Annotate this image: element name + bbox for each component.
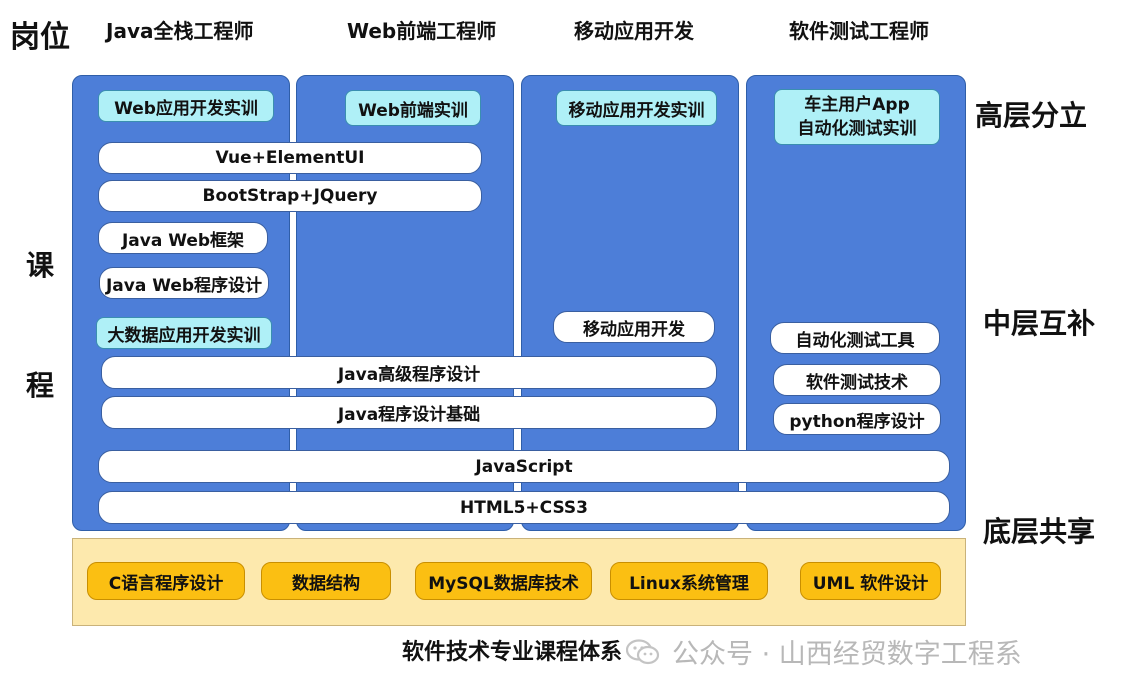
course-java-web-framework: Java Web框架 xyxy=(98,222,268,254)
position-software-test: 软件测试工程师 xyxy=(789,19,929,43)
course-vue-elementui: Vue+ElementUI xyxy=(98,142,482,174)
course-uml: UML 软件设计 xyxy=(800,562,941,600)
course-java-web-programming: Java Web程序设计 xyxy=(99,267,269,299)
course-java-basics: Java程序设计基础 xyxy=(101,396,717,429)
watermark-text: 公众号 · 山西经贸数字工程系 xyxy=(672,639,1022,670)
course-label-1: 课 xyxy=(26,249,55,282)
course-data-structures: 数据结构 xyxy=(261,562,391,600)
course-bigdata-practice: 大数据应用开发实训 xyxy=(96,317,272,349)
layer-label-middle: 中层互补 xyxy=(983,307,1096,340)
course-html5-css3: HTML5+CSS3 xyxy=(98,491,950,524)
course-java-advanced: Java高级程序设计 xyxy=(101,356,717,389)
layer-label-high: 高层分立 xyxy=(975,99,1088,132)
watermark: 公众号 · 山西经贸数字工程系 xyxy=(625,632,1022,671)
position-mobile-dev: 移动应用开发 xyxy=(574,19,694,43)
course-javascript: JavaScript xyxy=(98,450,950,483)
course-bootstrap-jquery: BootStrap+JQuery xyxy=(98,180,482,212)
course-auto-test-tools: 自动化测试工具 xyxy=(770,322,940,354)
wechat-icon xyxy=(625,638,660,665)
practice-line-2: 自动化测试实训 xyxy=(797,119,917,139)
course-car-app-test-practice: 车主用户App 自动化测试实训 xyxy=(774,89,940,145)
position-label: 岗位 xyxy=(10,20,70,55)
course-c-programming: C语言程序设计 xyxy=(87,562,245,600)
course-mobile-dev: 移动应用开发 xyxy=(553,311,715,343)
course-python-programming: python程序设计 xyxy=(773,403,941,435)
practice-line-1: 车主用户App xyxy=(804,95,910,115)
course-mobile-practice: 移动应用开发实训 xyxy=(556,90,717,126)
course-web-frontend-practice: Web前端实训 xyxy=(345,90,481,126)
layer-label-low: 底层共享 xyxy=(983,515,1096,548)
course-software-test-tech: 软件测试技术 xyxy=(773,364,941,396)
diagram-title: 软件技术专业课程体系 xyxy=(402,640,623,665)
course-mysql: MySQL数据库技术 xyxy=(415,562,592,600)
position-java-fullstack: Java全栈工程师 xyxy=(106,19,254,43)
course-linux: Linux系统管理 xyxy=(610,562,768,600)
course-label-2: 程 xyxy=(26,369,55,402)
course-web-app-practice: Web应用开发实训 xyxy=(98,90,274,122)
position-web-frontend: Web前端工程师 xyxy=(347,19,497,43)
